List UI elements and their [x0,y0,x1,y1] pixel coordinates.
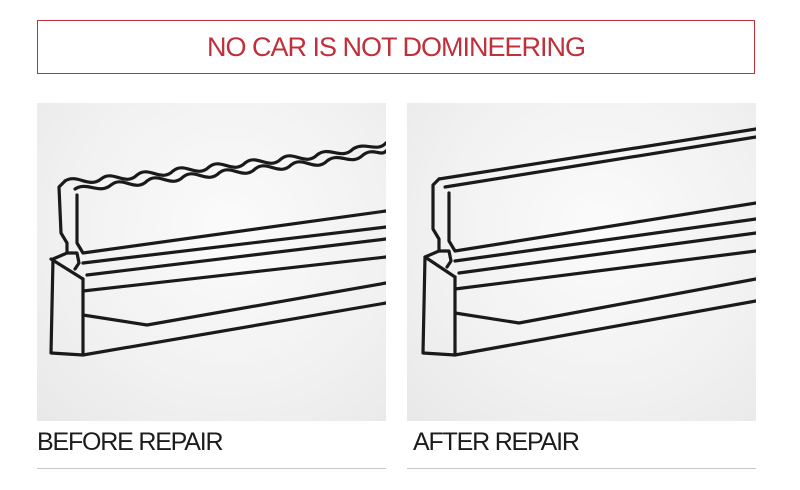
before-caption-divider [37,468,386,469]
after-repair-caption: AFTER REPAIR [413,428,580,456]
page-title: NO CAR IS NOT DOMINEERING [206,31,586,62]
repaired-wiper-blade-drawing [421,127,756,357]
title-banner: NO CAR IS NOT DOMINEERING [37,20,755,74]
after-caption-divider [407,468,756,469]
before-repair-caption: BEFORE REPAIR [37,428,224,456]
before-repair-illustration [37,103,386,421]
worn-wiper-blade-drawing [49,141,386,357]
after-repair-illustration [407,103,756,421]
